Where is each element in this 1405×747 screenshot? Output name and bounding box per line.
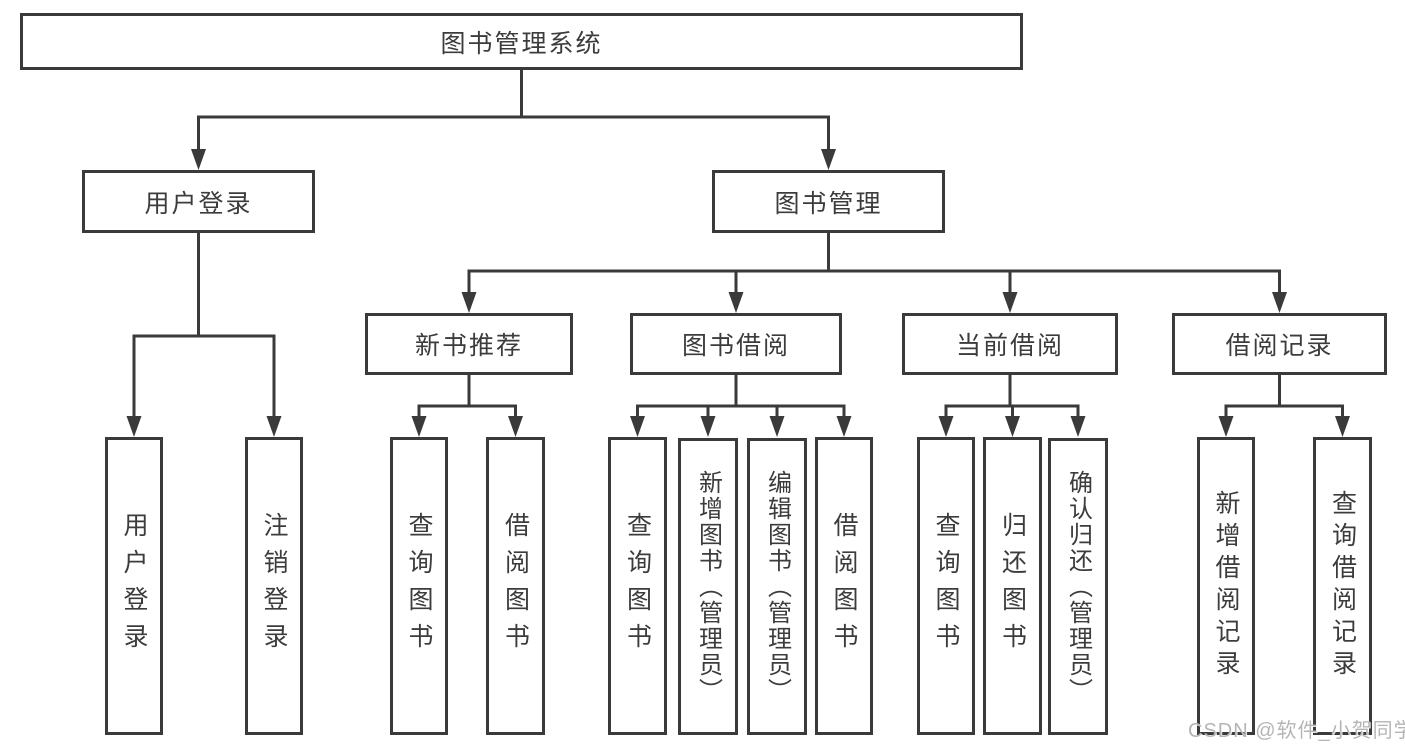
leaf-user-login: 用户登录 [105, 437, 163, 735]
connector-root-to-level2 [191, 68, 836, 170]
connector-user-login-children [126, 231, 282, 437]
leaf-borrow-books: 借阅图书 [815, 437, 873, 735]
connector-new-book-children [411, 373, 523, 437]
leaf-confirm-return-admin: 确认归还（管理员） [1048, 438, 1108, 735]
leaf-add-book-admin: 新增图书（管理员） [678, 438, 738, 735]
leaf-borrow-books-recommend: 借阅图书 [486, 437, 545, 735]
node-new-book-recommend: 新书推荐 [365, 313, 573, 375]
node-borrow-records: 借阅记录 [1172, 313, 1387, 375]
node-current-borrow: 当前借阅 [902, 313, 1118, 375]
leaf-query-books-current: 查询图书 [917, 437, 975, 735]
connector-book-borrow-children [630, 373, 852, 437]
node-book-borrow: 图书借阅 [630, 313, 842, 375]
leaf-return-books: 归还图书 [983, 437, 1042, 735]
node-library-management-system: 图书管理系统 [20, 13, 1023, 70]
node-book-management: 图书管理 [712, 170, 945, 233]
node-user-login: 用户登录 [82, 170, 315, 233]
leaf-edit-book-admin: 编辑图书（管理员） [747, 438, 807, 735]
csdn-watermark: CSDN @软件_小贺同学 [1188, 720, 1405, 742]
leaf-query-borrow-record: 查询借阅记录 [1313, 437, 1372, 735]
connector-current-borrow-children [938, 373, 1086, 437]
leaf-logout: 注销登录 [245, 437, 303, 735]
leaf-query-books-recommend: 查询图书 [390, 437, 448, 735]
connector-borrow-record-children [1218, 373, 1350, 437]
leaf-query-books-borrow: 查询图书 [608, 437, 667, 735]
leaf-add-borrow-record: 新增借阅记录 [1197, 437, 1255, 735]
connector-book-management-children [461, 231, 1287, 313]
